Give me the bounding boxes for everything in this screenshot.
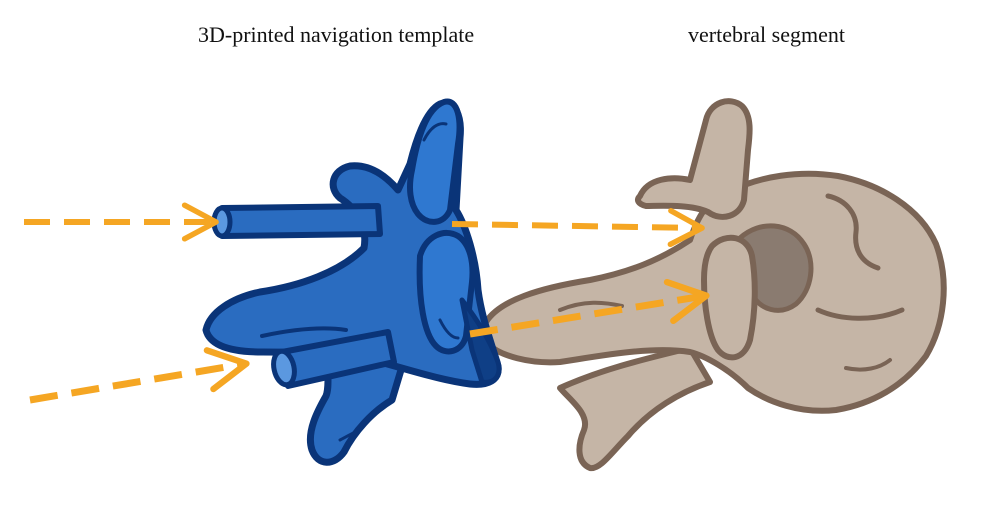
template-contour-line <box>260 326 348 338</box>
vertebra-lamina <box>701 234 758 361</box>
vertebra-contour-line <box>844 358 892 372</box>
vertebra-superior-process <box>635 98 753 220</box>
upper-target-arrow <box>451 207 705 248</box>
vertebra-transverse-process <box>557 345 713 472</box>
lower-entry-arrow <box>29 347 250 404</box>
vertebra-contour-line <box>558 300 624 312</box>
template-upper-guide-tube <box>219 203 383 239</box>
template-top-spike <box>407 98 463 225</box>
template-lower-tube-opening <box>271 348 297 388</box>
vertebra-illustration <box>480 98 947 472</box>
trajectory-arrows <box>24 202 710 404</box>
template-lower-spike <box>416 229 476 355</box>
vertebra-contour-line <box>815 307 905 321</box>
vertebra-contour-line <box>825 193 881 271</box>
template-edge-fin <box>459 297 502 385</box>
template-upper-tube-opening <box>211 205 233 239</box>
vertebra-label: vertebral segment <box>688 22 845 47</box>
navigation-template-illustration <box>202 98 502 466</box>
template-contour-line <box>438 318 460 340</box>
template-label: 3D-printed navigation template <box>198 22 475 47</box>
template-contour-line <box>338 428 362 442</box>
template-contour-line <box>422 122 448 142</box>
